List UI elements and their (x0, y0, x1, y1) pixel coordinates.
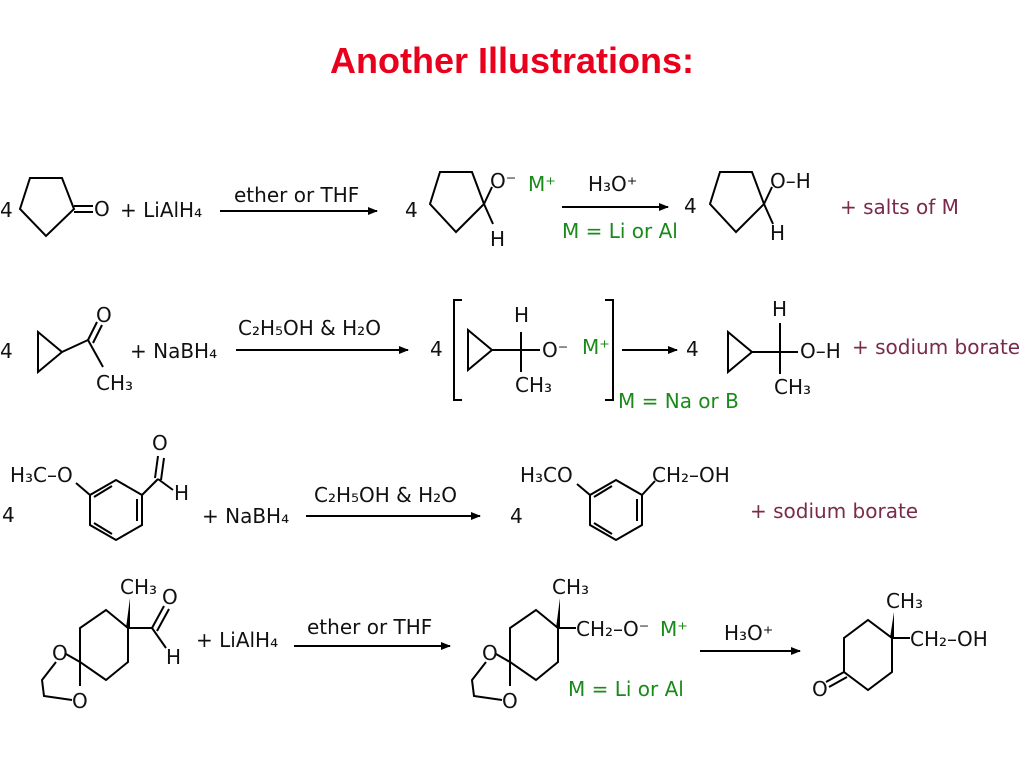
3-methoxybenzyl-alcohol-structure: H₃CO CH₂–OH (520, 463, 730, 542)
atom-label: O (72, 689, 88, 713)
atom-label: O (52, 641, 68, 665)
reaction-condition: C₂H₅OH & H₂O (314, 483, 457, 507)
atom-label: O–H (770, 169, 811, 193)
atom-label: O–H (800, 339, 841, 363)
coefficient: 4 (684, 194, 697, 218)
atom-label: O (482, 641, 498, 665)
atom-label: O (96, 303, 112, 327)
workup-reagent: H₃O⁺ (588, 172, 637, 196)
byproduct: + sodium borate (852, 335, 1020, 359)
coefficient: 4 (2, 503, 15, 527)
byproduct: + sodium borate (750, 499, 918, 523)
counter-ion: M⁺ (528, 172, 556, 196)
atom-label: O (152, 431, 168, 455)
atom-label: CH₃ (774, 375, 811, 399)
ketal-aldehyde-structure: CH₃ O H O O (40, 575, 181, 713)
coefficient: 4 (405, 198, 418, 222)
atom-label: CH₂–OH (910, 627, 988, 651)
atom-label: O⁻ (490, 169, 516, 193)
slide-title: Another Illustrations: (329, 40, 694, 81)
reaction-3: 4 H₃C–O O H + NaBH₄ C₂H₅OH & H₂O 4 H₃C (2, 431, 918, 542)
metal-note: M = Na or B (618, 389, 739, 413)
reaction-2: 4 O CH₃ + NaBH₄ C₂H₅OH & H₂O 4 H O⁻ CH₃ … (0, 297, 1020, 413)
reaction-condition: ether or THF (234, 183, 359, 207)
bracket-right (605, 299, 614, 401)
3-methoxybenzaldehyde-structure: H₃C–O O H (10, 431, 189, 542)
coefficient: 4 (0, 198, 13, 222)
atom-label: CH₂–OH (652, 463, 730, 487)
atom-label: CH₃ (886, 589, 923, 613)
atom-label: CH₃ (552, 575, 589, 599)
atom-label: H (490, 227, 505, 251)
atom-label: H₃C–O (10, 463, 73, 487)
hydroxymethyl-cyclohexanone-structure: CH₃ CH₂–OH O (812, 589, 988, 701)
alkoxide-intermediate-structure: O⁻ H (428, 169, 516, 251)
bracket-left (453, 299, 462, 401)
reagent: + LiAlH₄ (120, 198, 202, 222)
atom-label: CH₃ (120, 575, 157, 599)
atom-label: O (162, 585, 178, 609)
counter-ion: M⁺ (660, 617, 688, 641)
atom-label: H (514, 303, 529, 327)
coefficient: 4 (430, 337, 443, 361)
reaction-4: CH₃ O H O O + LiAlH₄ ether or THF CH₃ CH… (40, 575, 988, 713)
atom-label: H₃CO (520, 463, 573, 487)
atom-label: H (166, 645, 181, 669)
ketal-alkoxide-intermediate-structure: CH₃ CH₂–O⁻ O O (470, 575, 649, 713)
reaction-condition: ether or THF (307, 615, 432, 639)
reagent: + LiAlH₄ (196, 628, 278, 652)
counter-ion: M⁺ (582, 335, 610, 359)
atom-label: H (770, 221, 785, 245)
atom-label: H (174, 481, 189, 505)
atom-label: O⁻ (542, 338, 568, 362)
atom-label: O (502, 689, 518, 713)
atom-label: O (812, 677, 828, 701)
reaction-condition: C₂H₅OH & H₂O (238, 316, 381, 340)
coefficient: 4 (686, 337, 699, 361)
workup-reagent: H₃O⁺ (724, 621, 773, 645)
metal-note: M = Li or Al (568, 677, 684, 701)
cyclopentanol-structure: O–H H (708, 169, 811, 245)
cyclopropyl-methyl-ketone-structure: O CH₃ (37, 303, 133, 395)
atom-label: CH₃ (96, 371, 133, 395)
coefficient: 4 (0, 339, 13, 363)
cyclopentanone-structure: O (18, 177, 110, 238)
reagent: + NaBH₄ (202, 504, 289, 528)
alkoxide-intermediate-structure: H O⁻ CH₃ (467, 303, 568, 397)
atom-label: O (94, 197, 110, 221)
metal-note: M = Li or Al (562, 219, 678, 243)
byproduct: + salts of M (840, 195, 959, 219)
atom-label: CH₃ (515, 373, 552, 397)
cyclopropyl-ethanol-structure: H O–H CH₃ (727, 297, 841, 399)
atom-label: CH₂–O⁻ (576, 617, 649, 641)
reagent: + NaBH₄ (130, 339, 217, 363)
atom-label: H (772, 297, 787, 321)
coefficient: 4 (510, 504, 523, 528)
reaction-1: 4 O + LiAlH₄ ether or THF 4 O⁻ H M⁺ H₃O⁺… (0, 169, 959, 251)
